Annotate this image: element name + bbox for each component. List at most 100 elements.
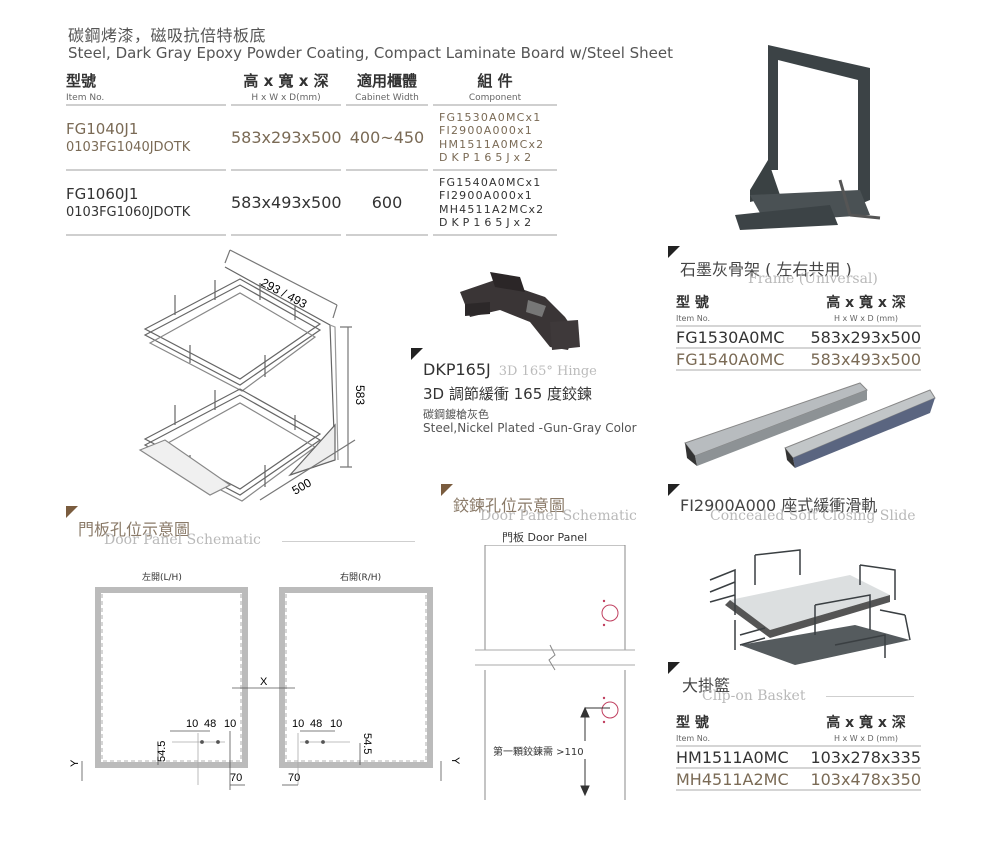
side-offset-label: 70: [230, 772, 242, 784]
col-label-en: Item No.: [676, 314, 711, 323]
door-schematic-title-zh: 門板孔位示意圖: [78, 520, 191, 539]
spacing-label: 10: [186, 718, 198, 730]
frame-title-zh: 石墨灰骨架 ( 左右共用 ): [680, 260, 852, 279]
cell-components: FG1530A0MCx1 FI2900A000x1 HM1511A0MCx2 D…: [433, 106, 557, 171]
section-marker-icon: [411, 348, 423, 360]
door-panel-label: 門板 Door Panel: [502, 531, 588, 544]
spacing-label: 10: [292, 718, 304, 730]
dimensions: 583x493x500: [231, 193, 342, 212]
frame-title-en: Frame (Universal): [748, 271, 878, 287]
dimensions: 583x493x500: [810, 349, 921, 369]
frame-table: 型 號 Item No. 高 x 寬 x 深 H x W x D (mm) FG15…: [676, 292, 921, 371]
col-label-en: Component: [468, 93, 522, 103]
gap-x-label: X: [260, 676, 268, 688]
col-label-en: Item No.: [676, 734, 711, 743]
height-offset-label: 54.5: [156, 741, 168, 762]
table-row: HM1511A0MC 103x278x335: [676, 747, 921, 769]
product-code: 0103FG1060JDOTK: [66, 205, 191, 220]
edge-y-label: Y: [449, 757, 461, 765]
hinge-title-en: 3D 165° Hinge: [498, 364, 597, 379]
slide-title-zh: FI2900A000 座式緩衝滑軌: [680, 496, 878, 515]
col-label-en: Cabinet Width: [355, 93, 419, 103]
dimensions: 583x293x500: [231, 128, 342, 147]
divider: [282, 541, 415, 542]
col-label-en: H x W x D (mm): [833, 314, 899, 323]
spacing-label: 48: [310, 718, 322, 730]
col-label-zh: 組 件: [477, 72, 513, 90]
basket-drawing: 293 / 493 583 500: [138, 249, 367, 502]
clip-basket-table-header: 型 號 Item No. 高 x 寬 x 深 H x W x D (mm): [676, 712, 921, 747]
section-marker-icon: [668, 246, 680, 258]
height-offset-label: 54.5: [361, 733, 373, 754]
col-component: 組 件 Component: [433, 70, 557, 106]
edge-y-label: Y: [69, 759, 81, 767]
model-number: HM1511A0MC: [676, 747, 789, 767]
table-row: FG1540A0MC 583x493x500: [676, 349, 921, 371]
component-item: DKP165Jx2: [439, 151, 536, 164]
door-schematic-drawing: X 10 48 10 10 48 10 54.5 54.5 70 70 Y Y: [69, 587, 461, 790]
model-number: MH4511A2MC: [676, 769, 789, 789]
spec-table: 型號 Item No. 高 x 寬 x 深 H x W x D(mm) 適用櫃體…: [66, 70, 581, 236]
frame-table-header: 型 號 Item No. 高 x 寬 x 深 H x W x D (mm): [676, 292, 921, 327]
dimensions: 103x478x350: [810, 769, 921, 789]
model-number: FG1060J1: [66, 185, 139, 203]
divider: [826, 696, 914, 697]
slide-image: [684, 382, 936, 468]
hinge-schematic-title-zh: 鉸鍊孔位示意圖: [453, 496, 566, 515]
component-list: FG1540A0MCx1 FI2900A000x1 MH4511A2MCx2 D…: [433, 176, 557, 230]
cell-dims: 583x493x500: [231, 171, 342, 236]
slide-title-en: Concealed Soft Closing Slide: [710, 508, 916, 524]
frame-image: [735, 45, 881, 230]
door-schematic-title-en: Door Panel Schematic: [104, 532, 261, 548]
spec-table-header: 型號 Item No. 高 x 寬 x 深 H x W x D(mm) 適用櫃體…: [66, 70, 581, 106]
clip-basket-title-en: Clip-on Basket: [702, 688, 806, 704]
hinge-hole-drawing: 第一顆鉸鍊需 >110: [475, 545, 635, 800]
height-dimension-label: 583: [353, 385, 367, 405]
component-item: FG1530A0MCx1: [439, 110, 542, 124]
component-item: FI2900A000x1: [439, 189, 533, 202]
cell-cabinet: 600: [346, 171, 428, 236]
spacing-label: 48: [204, 718, 216, 730]
hinge-schematic-title-en: Door Panel Schematic: [480, 508, 637, 524]
component-item: FI2900A000x1: [439, 124, 533, 137]
cell-item: FG1060J1 0103FG1060JDOTK: [66, 171, 226, 236]
clip-basket-table: 型 號 Item No. 高 x 寬 x 深 H x W x D (mm) HM15…: [676, 712, 921, 791]
hinge-material-zh: 碳鋼鍍槍灰色: [423, 408, 489, 421]
component-item: DKP165Jx2: [439, 216, 536, 229]
cabinet-width: 600: [371, 193, 403, 212]
cell-dims: 583x293x500: [231, 106, 342, 171]
section-marker-icon: [441, 484, 453, 496]
col-label-zh: 適用櫃體: [356, 72, 417, 90]
side-offset-label: 70: [288, 772, 300, 784]
table-row: MH4511A2MC 103x478x350: [676, 769, 921, 791]
section-marker-icon: [668, 662, 680, 674]
col-label-en: Item No.: [66, 93, 105, 103]
model-number: FG1040J1: [66, 120, 139, 138]
table-row: FG1060J1 0103FG1060JDOTK 583x493x500 600…: [66, 171, 581, 236]
spacing-label: 10: [330, 718, 342, 730]
section-marker-icon: [668, 484, 680, 496]
clip-basket-image: [709, 549, 911, 665]
model-number: FG1530A0MC: [676, 327, 785, 347]
col-label-zh: 型號: [66, 72, 97, 90]
col-label-zh: 高 x 寬 x 深: [243, 72, 329, 90]
section-marker-icon: [66, 506, 78, 518]
cell-components: FG1540A0MCx1 FI2900A000x1 MH4511A2MCx2 D…: [433, 171, 557, 236]
col-label-zh: 型 號: [676, 295, 709, 311]
component-list: FG1530A0MCx1 FI2900A000x1 HM1511A0MCx2 D…: [433, 111, 557, 165]
page-title-en: Steel, Dark Gray Epoxy Powder Coating, C…: [68, 44, 674, 62]
col-label-en: H x W x D (mm): [833, 734, 899, 743]
product-code: 0103FG1040JDOTK: [66, 140, 191, 155]
dimensions: 103x278x335: [810, 747, 921, 767]
hinge-subtitle: 3D 調節緩衝 165 度鉸鍊: [423, 385, 593, 403]
spacing-label: 10: [224, 718, 236, 730]
hinge-image: [460, 272, 580, 350]
col-label-zh: 高 x 寬 x 深: [826, 715, 906, 731]
col-item-no: 型號 Item No.: [66, 70, 226, 106]
component-item: MH4511A2MCx2: [439, 202, 545, 216]
col-label-zh: 型 號: [676, 715, 709, 731]
model-number: FG1540A0MC: [676, 349, 785, 369]
col-label-zh: 高 x 寬 x 深: [826, 295, 906, 311]
